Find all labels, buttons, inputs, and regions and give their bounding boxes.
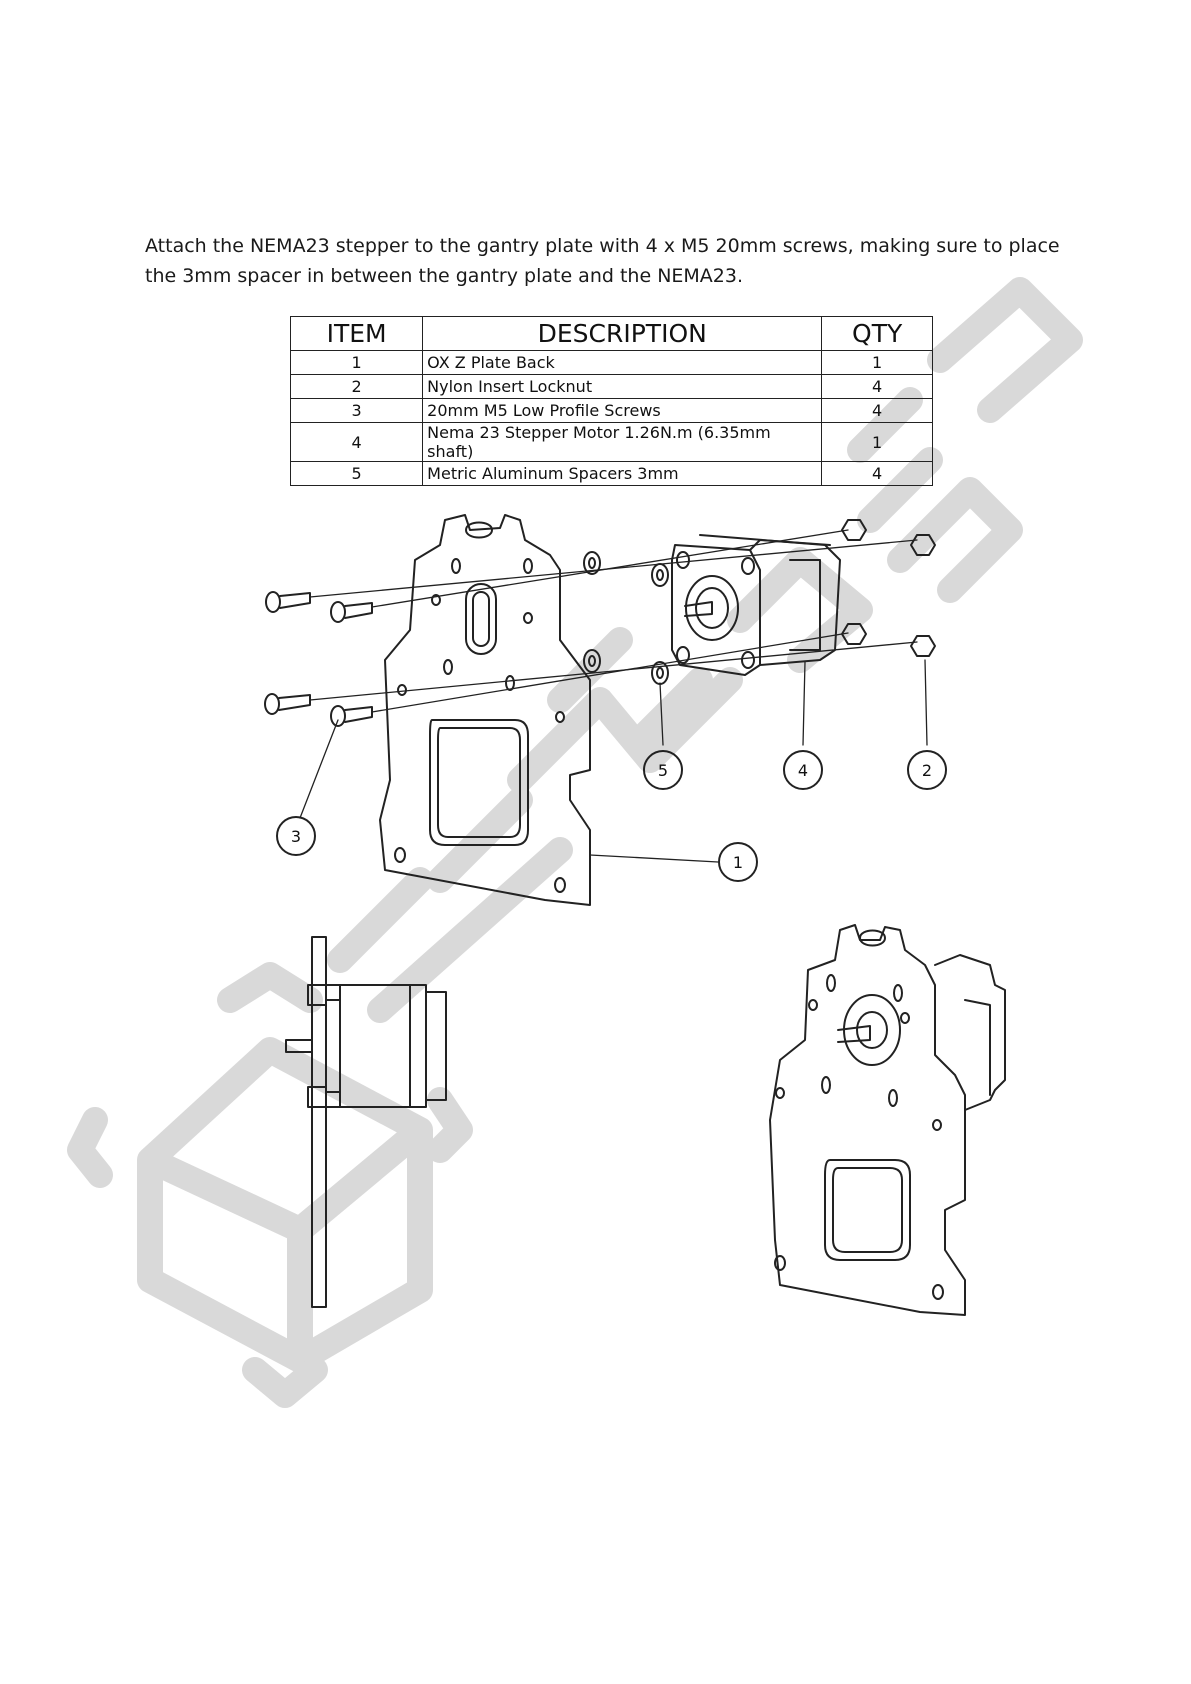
row-qty: 4 (821, 374, 933, 399)
table-row: 2 Nylon Insert Locknut 4 (289, 374, 933, 399)
callout-2 (907, 750, 947, 790)
callout-4-label: 4 (798, 761, 808, 780)
table-row: 4 Nema 23 Stepper Motor 1.26N.m (6.35mm … (289, 422, 933, 462)
row-item: 4 (289, 422, 424, 462)
callout-4 (783, 750, 823, 790)
instruction-text: Attach the NEMA23 stepper to the gantry … (145, 235, 1060, 287)
bill-of-materials-table: ITEM DESCRIPTION QTY 1 OX Z Plate Back 1… (289, 316, 933, 486)
row-description: Nylon Insert Locknut (422, 374, 823, 399)
callout-leaders (299, 659, 928, 863)
locknuts-exploded (841, 519, 936, 657)
stepper-motor-exploded (671, 534, 841, 676)
callout-3-label: 3 (291, 827, 301, 846)
row-qty: 1 (821, 422, 933, 462)
side-view-assembly (285, 936, 447, 1308)
header-item: ITEM (289, 316, 424, 351)
row-qty: 4 (821, 461, 933, 486)
screws-exploded (264, 591, 373, 727)
assembled-isometric-view (769, 924, 1006, 1316)
row-description: Metric Aluminum Spacers 3mm (422, 461, 823, 486)
assembly-axis-lines (309, 529, 918, 713)
callout-3 (276, 816, 316, 856)
spacers-exploded (583, 551, 669, 685)
callout-5 (643, 750, 683, 790)
row-description: Nema 23 Stepper Motor 1.26N.m (6.35mm sh… (422, 422, 823, 462)
row-item: 1 (289, 350, 424, 375)
row-item: 5 (289, 461, 424, 486)
row-item: 2 (289, 374, 424, 399)
callout-1-label: 1 (733, 853, 743, 872)
callout-5-label: 5 (658, 761, 668, 780)
callout-2-label: 2 (922, 761, 932, 780)
header-description: DESCRIPTION (422, 316, 823, 351)
gantry-plate-exploded (379, 514, 591, 906)
row-qty: 1 (821, 350, 933, 375)
table-row: 3 20mm M5 Low Profile Screws 4 (289, 398, 933, 423)
row-description: 20mm M5 Low Profile Screws (422, 398, 823, 423)
table-row: 5 Metric Aluminum Spacers 3mm 4 (289, 461, 933, 486)
row-description: OX Z Plate Back (422, 350, 823, 375)
callout-1 (718, 842, 758, 882)
table-row: 1 OX Z Plate Back 1 (289, 350, 933, 375)
header-qty: QTY (821, 316, 933, 351)
table-header-row: ITEM DESCRIPTION QTY (289, 316, 933, 351)
